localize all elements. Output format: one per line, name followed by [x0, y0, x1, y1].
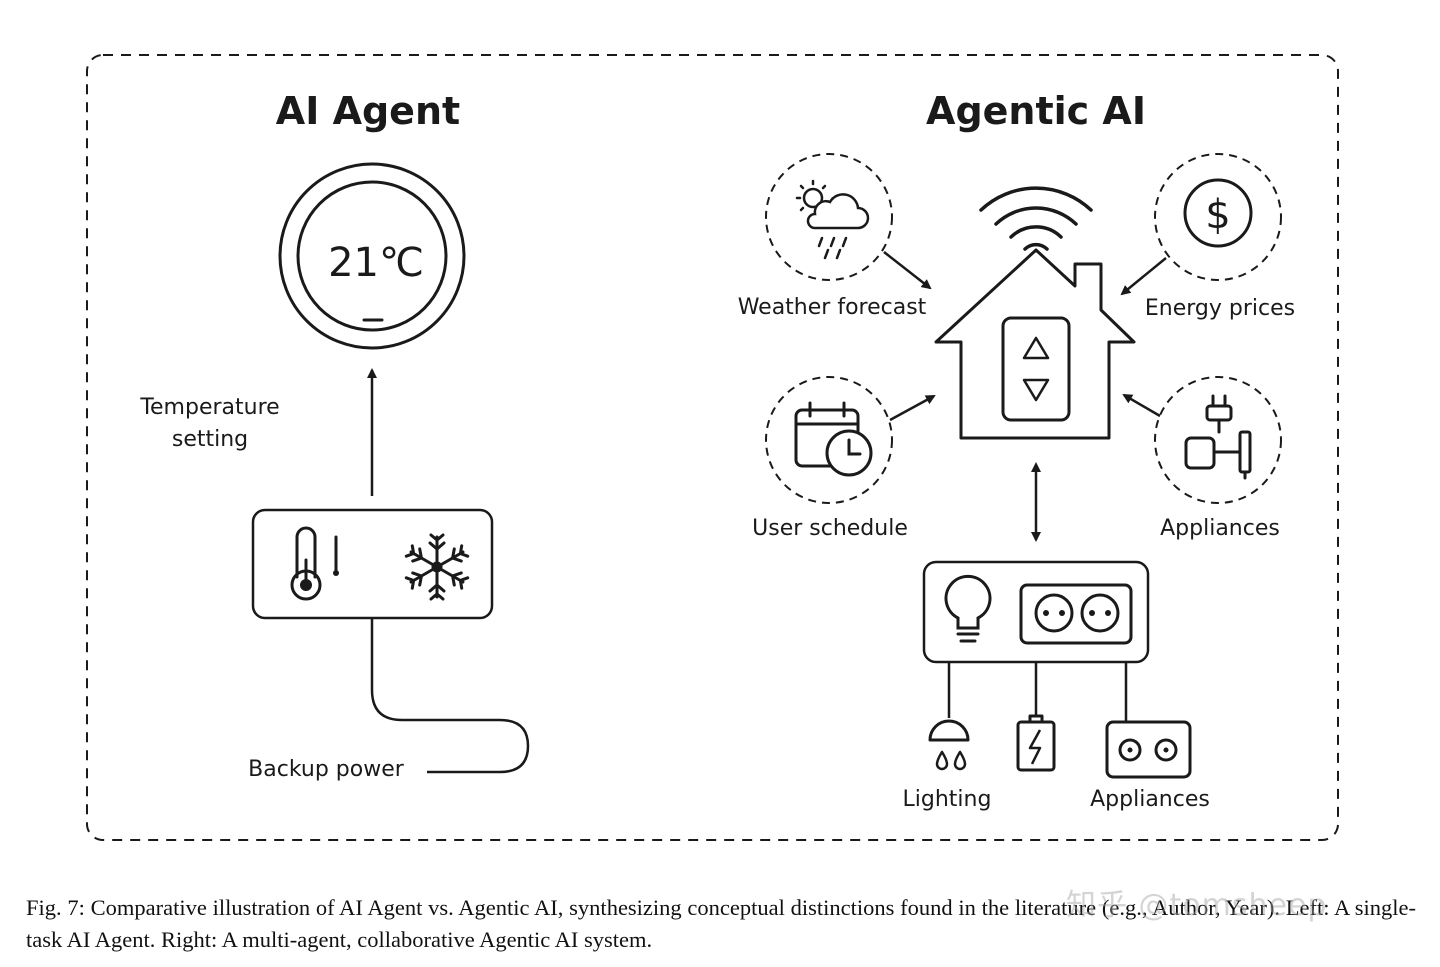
thermostat-reading: 21℃ — [328, 240, 424, 286]
control-panel — [251, 508, 494, 620]
weather-arrow — [883, 251, 932, 290]
house-icon — [934, 248, 1136, 440]
energy-label: Energy prices — [1145, 296, 1295, 321]
bulb-icon — [944, 574, 992, 643]
output-lines — [947, 662, 1128, 722]
energy-circle — [1154, 153, 1282, 281]
appliances-arrow — [1122, 393, 1161, 418]
figure-caption: Fig. 7: Comparative illustration of AI A… — [26, 895, 1416, 952]
thermostat-icon — [278, 162, 466, 350]
dollar-icon: $ — [1183, 178, 1253, 248]
appliances-circle — [1154, 376, 1282, 504]
wifi-icon — [979, 186, 1093, 251]
calendar-icon — [794, 401, 873, 477]
snowflake-icon — [404, 533, 470, 601]
temperature-label-line2: setting — [172, 427, 248, 452]
lamp-icon — [928, 719, 970, 771]
backup-label: Backup power — [248, 757, 405, 782]
backup-cable — [370, 618, 530, 774]
weather-icon — [795, 179, 870, 260]
lighting-label: Lighting — [903, 787, 992, 812]
weather-circle — [765, 153, 893, 281]
diagram: AI Agent 21℃ Temperature setting Backup … — [86, 54, 1339, 841]
energy-arrow — [1120, 257, 1167, 296]
appliance-socket-icon — [1105, 720, 1192, 779]
diagram-frame — [86, 54, 1339, 841]
temperature-label-line1: Temperature — [139, 395, 279, 420]
battery-icon — [1016, 714, 1056, 772]
appliances-output-label: Appliances — [1090, 787, 1210, 812]
plug-icon — [1184, 394, 1252, 480]
svg-text:$: $ — [1205, 192, 1230, 238]
schedule-circle — [765, 376, 893, 504]
socket-icon — [1019, 583, 1133, 645]
schedule-label: User schedule — [752, 516, 908, 541]
left-title: AI Agent — [276, 89, 460, 133]
thermometer-icon — [290, 526, 339, 601]
watermark: 知乎 @tomsheep — [1066, 888, 1328, 923]
appliances-label: Appliances — [1160, 516, 1280, 541]
schedule-arrow — [889, 394, 936, 422]
right-title: Agentic AI — [926, 89, 1146, 133]
weather-label: Weather forecast — [738, 295, 927, 320]
